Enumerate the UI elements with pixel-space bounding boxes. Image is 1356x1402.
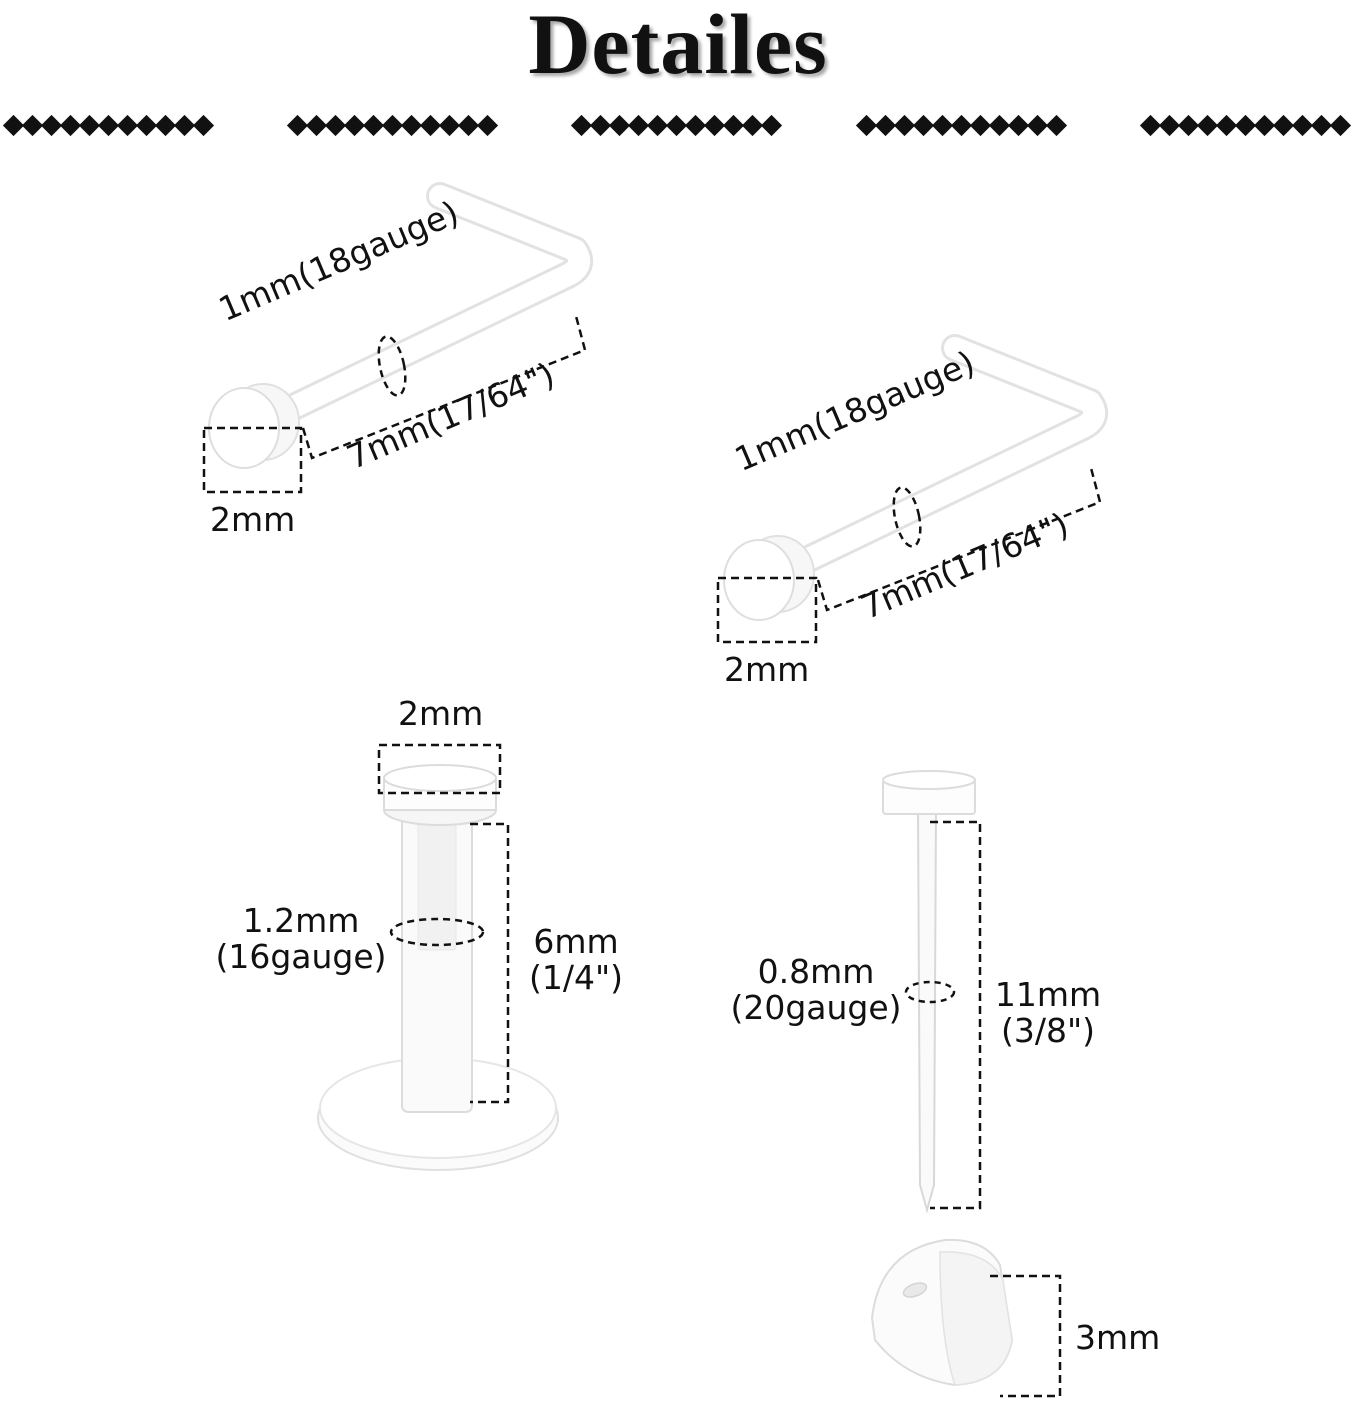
labret-stud-illustration	[317, 743, 559, 1171]
labret-length-label: 6mm (1/4")	[528, 922, 624, 998]
nose-stud-illustration-1	[202, 182, 594, 494]
labret-gauge-label: 1.2mm (16gauge)	[215, 901, 387, 977]
pin-back-label: 3mm	[1075, 1318, 1161, 1357]
pin-gauge-label: 0.8mm (20gauge)	[730, 952, 902, 1028]
page-title: Detailes	[528, 0, 828, 92]
pin-length-label: 11mm (3/8")	[994, 975, 1102, 1051]
labret-head-label: 2mm	[398, 694, 484, 733]
earring-pin-illustration	[870, 770, 1062, 1398]
stud1-head-label: 2mm	[210, 500, 296, 539]
nose-stud-illustration-2	[716, 334, 1109, 644]
stud2-head-label: 2mm	[724, 650, 810, 689]
